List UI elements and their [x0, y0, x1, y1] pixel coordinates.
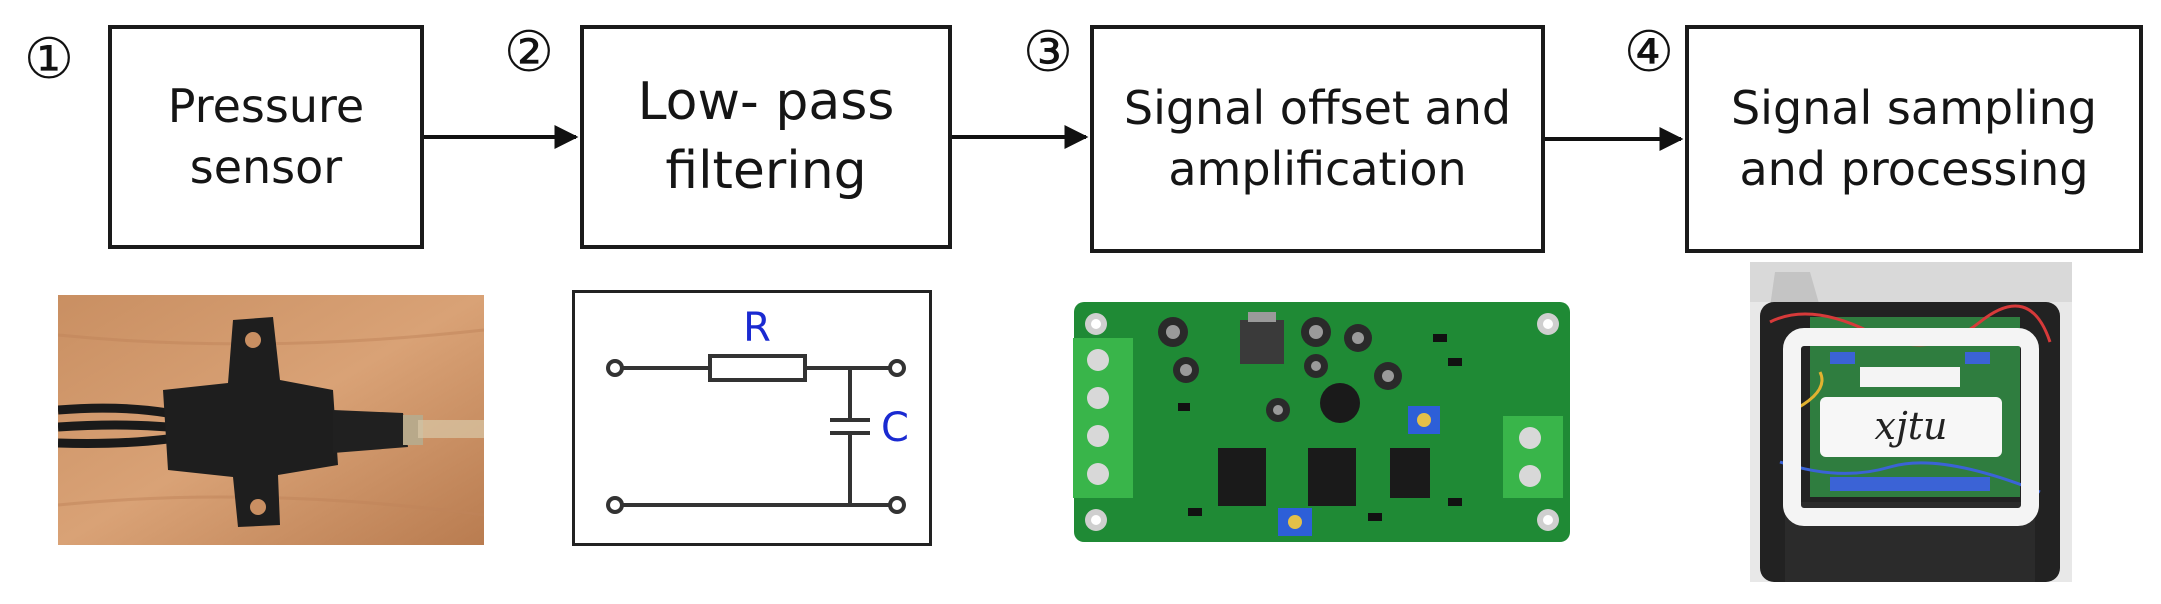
- pressure-sensor-photo: [58, 295, 484, 545]
- input-terminal-bottom: [606, 496, 624, 514]
- pressure-sensor-image: [58, 295, 484, 545]
- sampling-unit-image: xjtu: [1750, 262, 2072, 582]
- output-terminal-top: [888, 359, 906, 377]
- pressure-sensor-label: Pressure sensor: [167, 79, 365, 194]
- signal-sampling-label: Signal sampling and processing: [1730, 81, 2097, 196]
- resistor-label: R: [743, 305, 771, 351]
- rc-circuit-diagram: R C: [606, 305, 909, 514]
- signal-board-photo: [1068, 298, 1576, 548]
- step-number-3: ③: [1022, 20, 1074, 85]
- signal-board-image: [1068, 298, 1576, 548]
- input-terminal-top: [606, 359, 624, 377]
- low-pass-filtering-box: Low- pass filtering: [580, 25, 952, 249]
- step-number-2: ②: [503, 20, 555, 85]
- rc-circuit-panel: R C: [572, 290, 932, 546]
- board-label: xjtu: [1875, 404, 1948, 448]
- capacitor-label: C: [881, 405, 909, 451]
- signal-offset-label: Signal offset and amplification: [1123, 81, 1512, 196]
- sampling-unit-photo: xjtu: [1750, 262, 2072, 582]
- pressure-sensor-box: Pressure sensor: [108, 25, 424, 249]
- signal-offset-box: Signal offset and amplification: [1090, 25, 1545, 253]
- step-number-1: ①: [23, 27, 75, 92]
- output-terminal-bottom: [888, 496, 906, 514]
- low-pass-filtering-label: Low- pass filtering: [637, 72, 895, 201]
- step-number-4: ④: [1623, 20, 1675, 85]
- signal-sampling-box: Signal sampling and processing: [1685, 25, 2143, 253]
